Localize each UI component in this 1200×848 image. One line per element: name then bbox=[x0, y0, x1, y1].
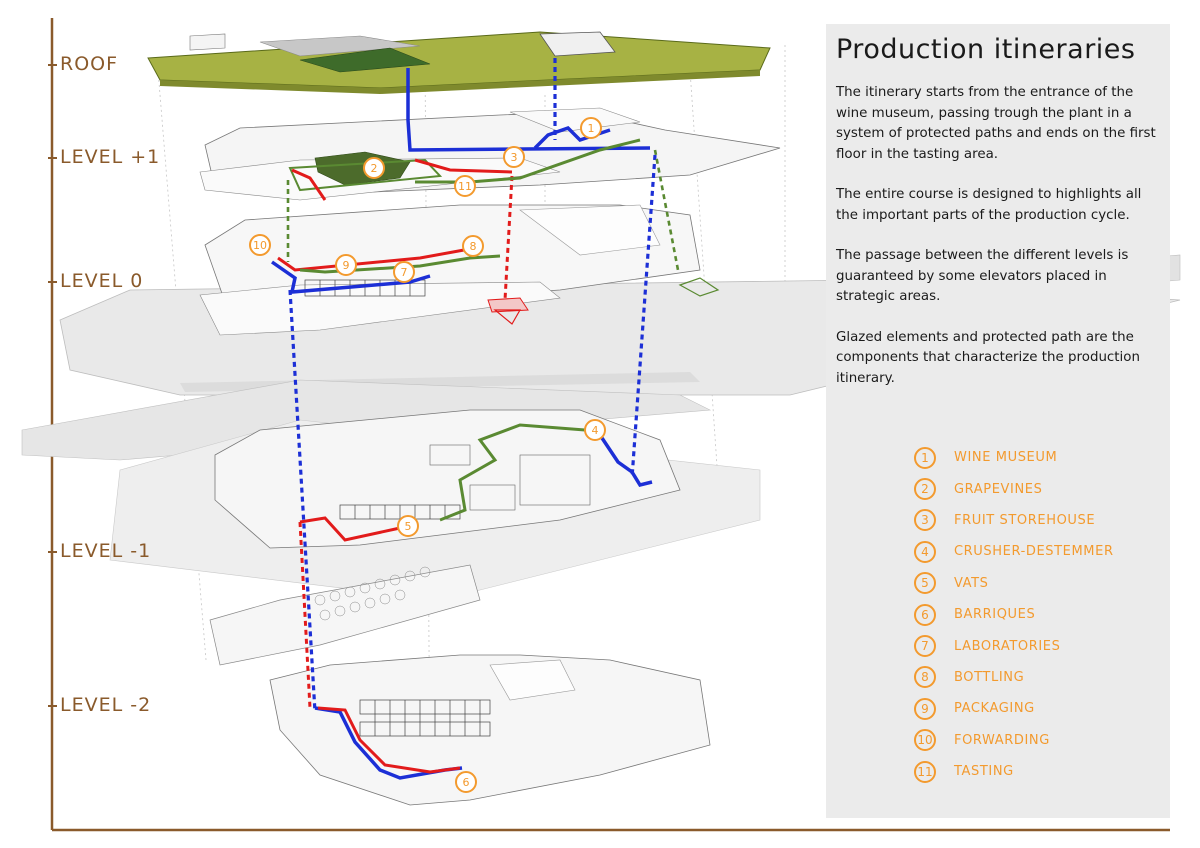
legend-item: 11 TASTING bbox=[914, 756, 1114, 787]
svg-text:4: 4 bbox=[592, 424, 599, 437]
svg-text:6: 6 bbox=[463, 776, 470, 789]
level-label-0: LEVEL 0 bbox=[52, 272, 143, 291]
description-paragraph: The entire course is designed to highlig… bbox=[836, 187, 1142, 223]
path-green bbox=[299, 138, 641, 522]
legend-item: 6 BARRIQUES bbox=[914, 599, 1114, 630]
station-marker-3: 3 bbox=[503, 146, 525, 168]
path-red-dashed bbox=[298, 175, 514, 709]
legend-item: 2 GRAPEVINES bbox=[914, 473, 1114, 504]
path-blue-dashed bbox=[288, 58, 657, 713]
legend-label: TASTING bbox=[954, 764, 1014, 780]
path-green-dashed bbox=[286, 149, 680, 271]
station-marker-7: 7 bbox=[393, 261, 415, 283]
legend-number-badge: 9 bbox=[914, 697, 936, 720]
legend-label: BARRIQUES bbox=[954, 607, 1036, 623]
legend-number-badge: 10 bbox=[914, 729, 936, 752]
station-marker-4: 4 bbox=[584, 419, 606, 441]
legend: 1 WINE MUSEUM 2 GRAPEVINES 3 FRUIT STOREHOU… bbox=[914, 442, 1114, 787]
legend-number-badge: 4 bbox=[914, 540, 936, 563]
station-marker-2: 2 bbox=[363, 157, 385, 179]
station-marker-10: 10 bbox=[249, 234, 271, 256]
legend-item: 7 LABORATORIES bbox=[914, 630, 1114, 661]
legend-number-badge: 1 bbox=[914, 446, 936, 469]
level-label-minus-2: LEVEL -2 bbox=[52, 696, 151, 715]
description-paragraph: Glazed elements and protected path are t… bbox=[836, 329, 1140, 386]
level-minus-1-floorplan bbox=[209, 409, 681, 666]
legend-label: WINE MUSEUM bbox=[954, 450, 1058, 466]
legend-item: 3 FRUIT STOREHOUSE bbox=[914, 505, 1114, 536]
legend-label: GRAPEVINES bbox=[954, 481, 1043, 497]
legend-item: 10 FORWARDING bbox=[914, 725, 1114, 756]
description-paragraph: The itinerary starts from the entrance o… bbox=[836, 85, 1156, 162]
legend-number-badge: 6 bbox=[914, 603, 936, 626]
legend-number-badge: 8 bbox=[914, 666, 936, 689]
panel-title: Production itineraries bbox=[836, 34, 1136, 65]
legend-label: LABORATORIES bbox=[954, 638, 1061, 654]
legend-item: 8 BOTTLING bbox=[914, 662, 1114, 693]
station-marker-1: 1 bbox=[580, 117, 602, 139]
station-marker-8: 8 bbox=[462, 235, 484, 257]
svg-text:2: 2 bbox=[371, 162, 378, 175]
svg-text:7: 7 bbox=[401, 266, 408, 279]
legend-item: 5 VATS bbox=[914, 568, 1114, 599]
station-marker-11: 11 bbox=[454, 175, 476, 197]
legend-label: FORWARDING bbox=[954, 732, 1050, 748]
legend-item: 4 CRUSHER-DESTEMMER bbox=[914, 536, 1114, 567]
station-marker-6: 6 bbox=[455, 771, 477, 793]
level-plus-1-floorplan bbox=[199, 107, 781, 201]
legend-number-badge: 11 bbox=[914, 760, 936, 783]
level-label-roof: ROOF bbox=[52, 55, 118, 74]
station-marker-9: 9 bbox=[335, 254, 357, 276]
legend-item: 1 WINE MUSEUM bbox=[914, 442, 1114, 473]
level-label-plus-1: LEVEL +1 bbox=[52, 148, 160, 167]
path-red bbox=[277, 158, 513, 774]
svg-text:3: 3 bbox=[511, 151, 518, 164]
svg-text:5: 5 bbox=[405, 520, 412, 533]
legend-label: FRUIT STOREHOUSE bbox=[954, 512, 1096, 528]
station-marker-5: 5 bbox=[397, 515, 419, 537]
legend-label: VATS bbox=[954, 575, 989, 591]
level-0-floorplan bbox=[199, 204, 720, 336]
svg-text:11: 11 bbox=[458, 180, 472, 193]
level-minus-2-floorplan bbox=[269, 654, 711, 806]
legend-number-badge: 7 bbox=[914, 635, 936, 658]
svg-text:9: 9 bbox=[343, 259, 350, 272]
svg-text:1: 1 bbox=[588, 122, 595, 135]
svg-text:10: 10 bbox=[253, 239, 267, 252]
description-paragraph: The passage between the different levels… bbox=[836, 248, 1129, 304]
legend-label: BOTTLING bbox=[954, 669, 1025, 685]
svg-text:8: 8 bbox=[470, 240, 477, 253]
info-panel: Production itineraries The itinerary sta… bbox=[826, 24, 1170, 818]
legend-number-badge: 3 bbox=[914, 509, 936, 532]
legend-item: 9 PACKAGING bbox=[914, 693, 1114, 724]
roof-slab bbox=[147, 31, 771, 94]
legend-number-badge: 5 bbox=[914, 572, 936, 595]
level-label-minus-1: LEVEL -1 bbox=[52, 542, 151, 561]
legend-number-badge: 2 bbox=[914, 478, 936, 501]
legend-label: PACKAGING bbox=[954, 701, 1035, 717]
legend-label: CRUSHER-DESTEMMER bbox=[954, 544, 1114, 560]
